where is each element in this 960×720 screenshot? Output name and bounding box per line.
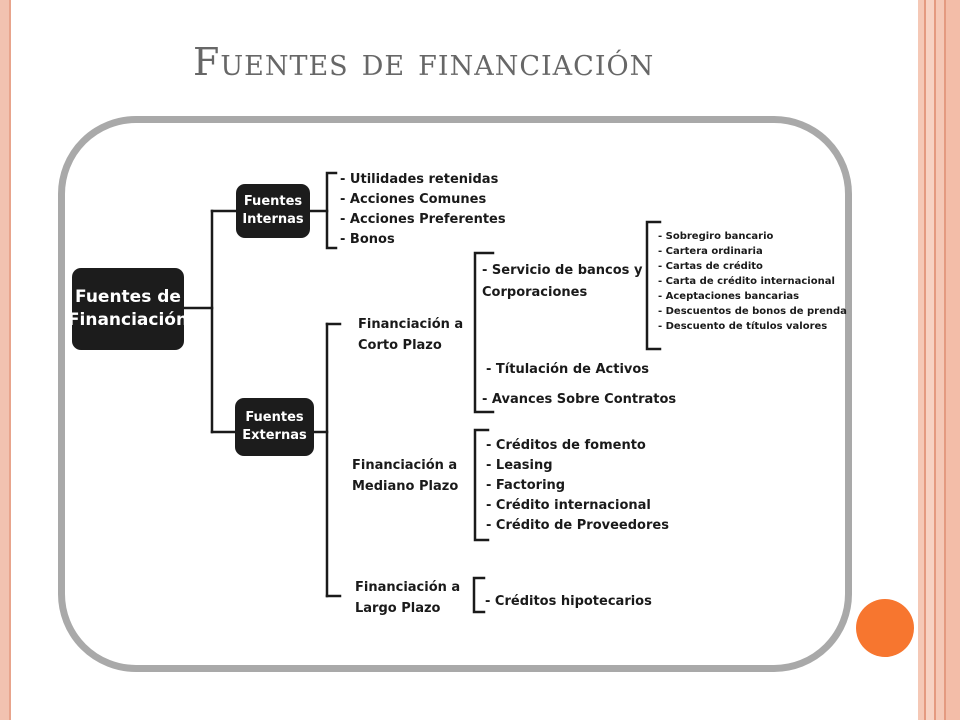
right-stripe [918, 0, 924, 720]
page-title: Fuentes de financiación [193, 40, 655, 84]
right-stripe [934, 0, 936, 720]
mediano-plazo-label: Financiación a Mediano Plazo [352, 458, 459, 494]
bracket-corto [473, 251, 495, 414]
list-item: - Crédito internacional [486, 498, 651, 513]
left-edge-band [0, 0, 9, 720]
list-item: - Cartas de crédito [658, 261, 763, 272]
list-item: - Créditos de fomento [486, 438, 646, 453]
corto-plazo-label: Financiación a Corto Plazo [358, 317, 464, 353]
list-item: - Factoring [486, 478, 566, 493]
right-stripe [924, 0, 926, 720]
right-stripe [936, 0, 944, 720]
list-item: - Acciones Comunes [340, 192, 487, 207]
list-item: - Leasing [486, 458, 553, 473]
fuentes-internas-node: Fuentes Internas [236, 184, 310, 238]
left-edge-line [9, 0, 11, 720]
list-item: - Descuentos de bonos de prenda [658, 306, 847, 317]
mediano-list: - Créditos de fomento - Leasing - Factor… [486, 436, 669, 536]
servicio-list: - Sobregiro bancario - Cartera ordinaria… [658, 229, 847, 334]
list-item: - Utilidades retenidas [340, 172, 499, 187]
titulacion-activos-label: - Títulación de Activos [486, 362, 650, 377]
avances-contratos-label: - Avances Sobre Contratos [482, 392, 677, 407]
right-stripe [926, 0, 934, 720]
largo-list: - Créditos hipotecarios [485, 592, 652, 612]
bracket-internas [325, 171, 338, 250]
largo-plazo-label: Financiación a Largo Plazo [355, 580, 461, 616]
root-node: Fuentes de Financiación [68, 268, 188, 350]
list-item: - Aceptaciones bancarias [658, 291, 800, 302]
fuentes-externas-node: Fuentes Externas [235, 398, 314, 456]
list-item: - Crédito de Proveedores [486, 518, 669, 533]
servicio-bancos-label: - Servicio de bancos y Corporaciones [482, 263, 643, 300]
list-item: - Descuento de títulos valores [658, 321, 828, 332]
diagram-frame [58, 116, 852, 672]
list-item: - Cartera ordinaria [658, 246, 763, 257]
bracket-mediano [473, 428, 490, 542]
decorative-circle [856, 599, 914, 657]
list-item: - Acciones Preferentes [340, 212, 506, 227]
bracket-largo [472, 576, 486, 614]
list-item: - Bonos [340, 232, 395, 247]
right-stripe [944, 0, 946, 720]
list-item: - Créditos hipotecarios [485, 594, 652, 609]
right-stripe [946, 0, 960, 720]
internas-list: - Utilidades retenidas - Acciones Comune… [340, 170, 506, 250]
list-item: - Carta de crédito internacional [658, 276, 835, 287]
list-item: - Sobregiro bancario [658, 231, 774, 242]
bracket-servicio [645, 220, 662, 351]
